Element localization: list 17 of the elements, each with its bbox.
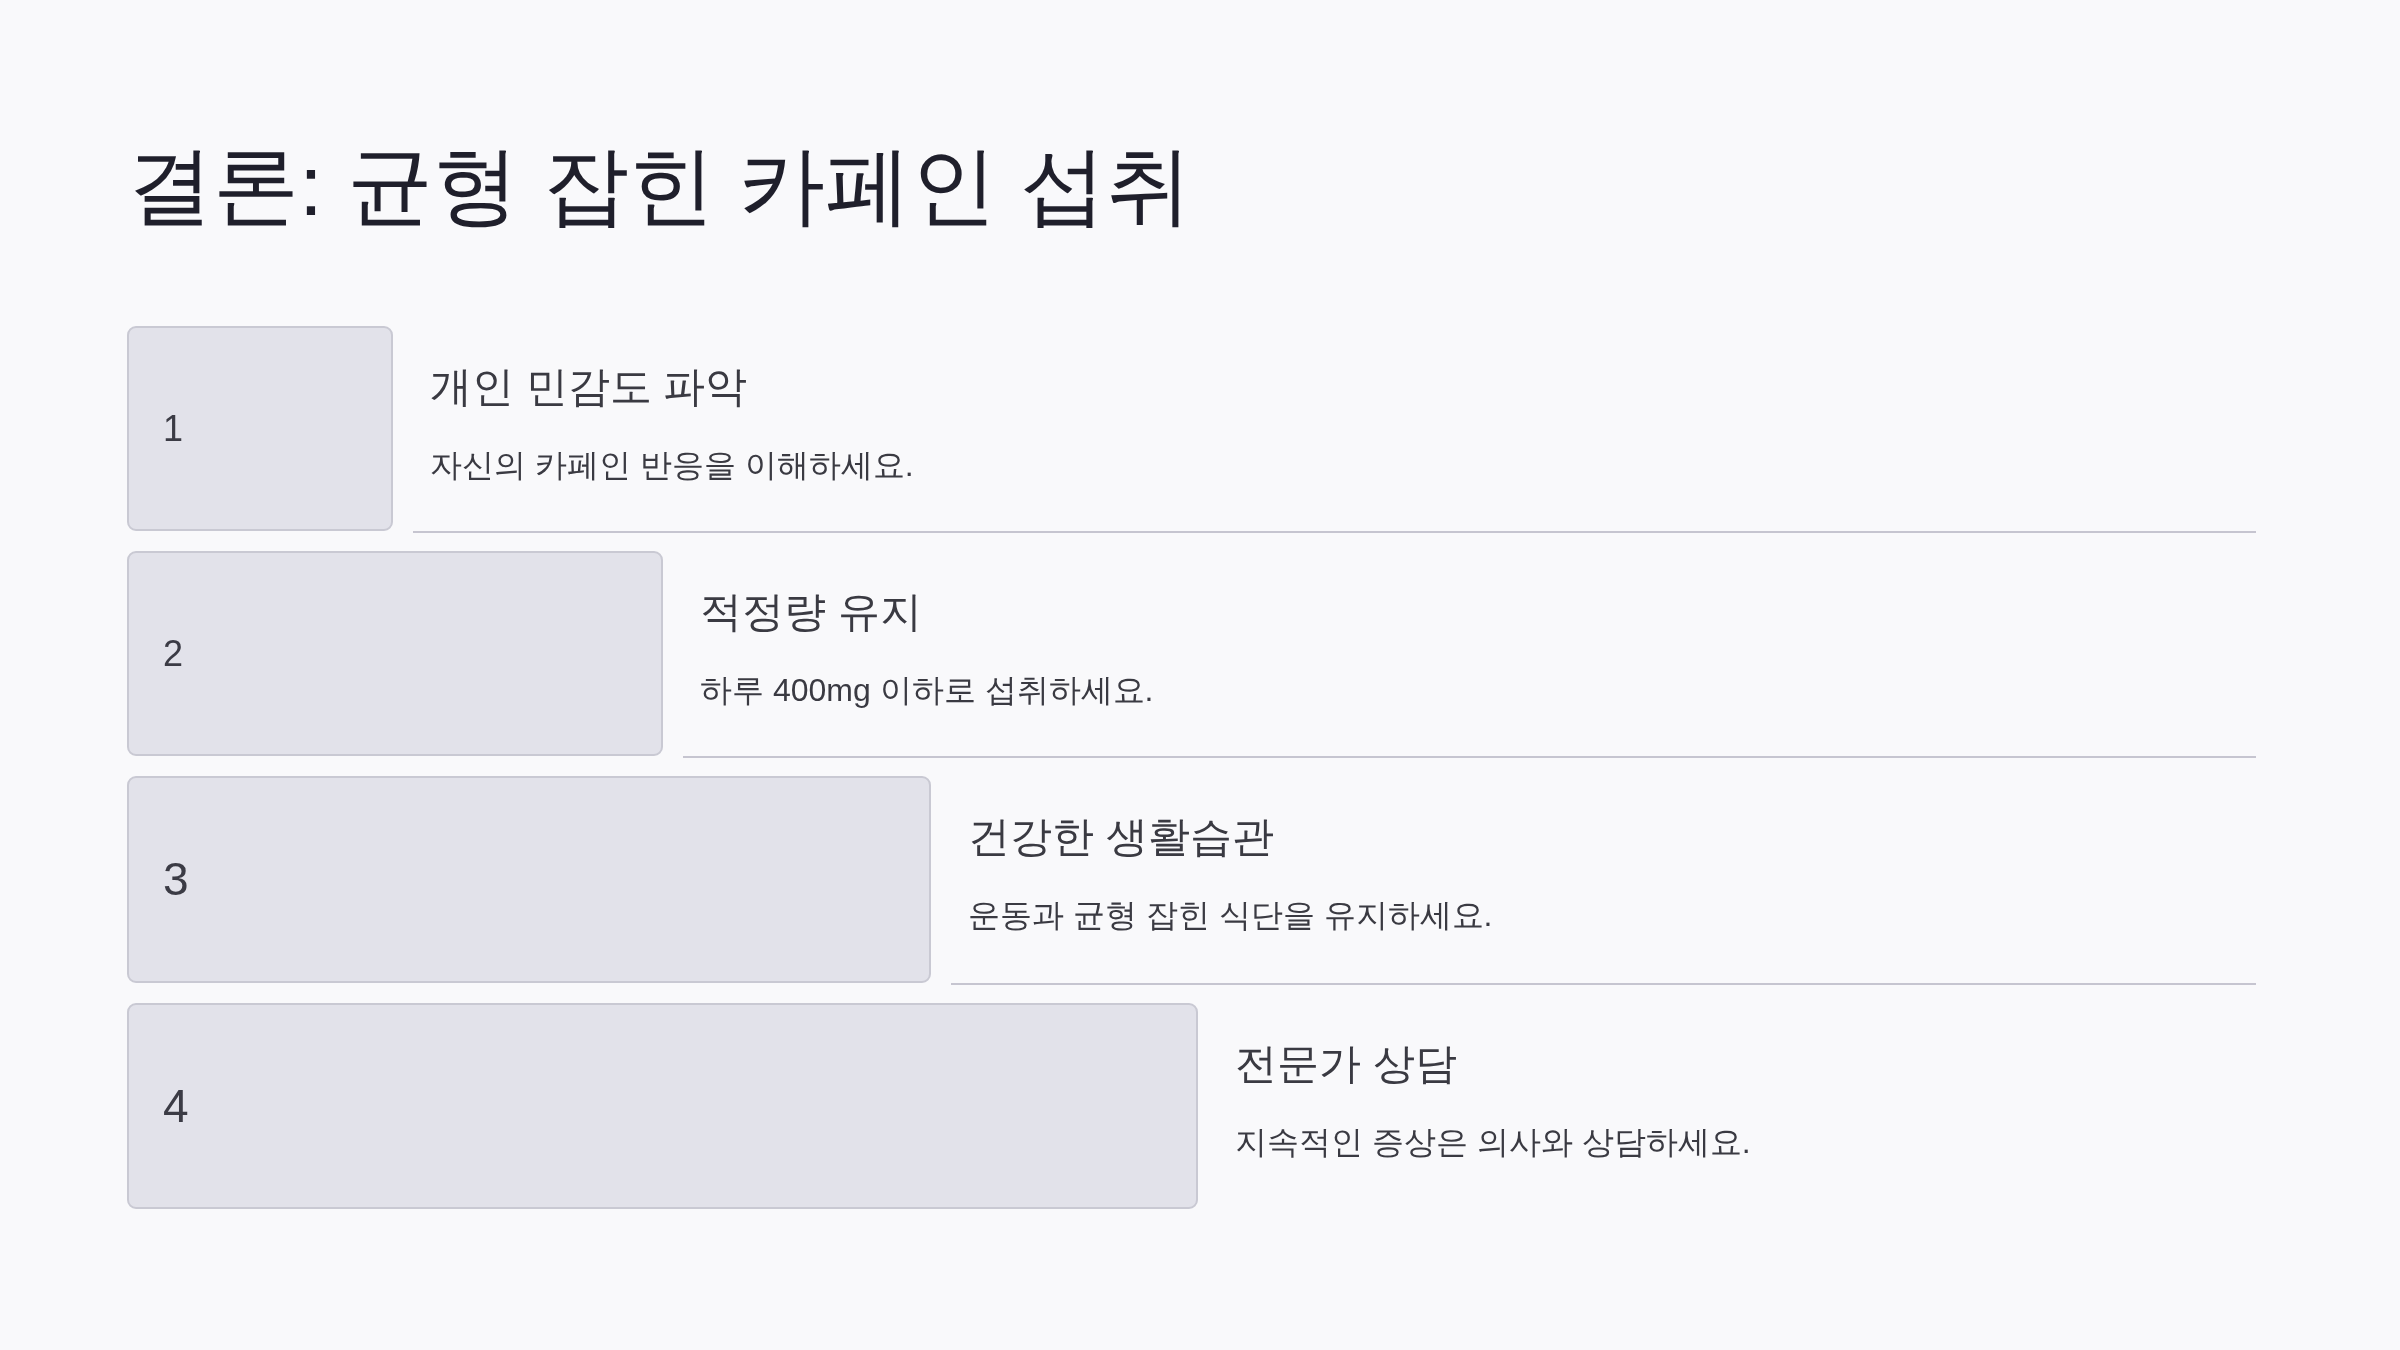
title: 결론: 균형 잡힌 카페인 섭취 bbox=[127, 136, 1193, 235]
step-number: 4 bbox=[163, 1079, 189, 1133]
step-heading: 개인 민감도 파악 bbox=[430, 362, 748, 412]
step-box bbox=[127, 551, 663, 756]
step-box bbox=[127, 776, 931, 983]
step-heading: 건강한 생활습관 bbox=[968, 812, 1274, 862]
step-number: 2 bbox=[163, 632, 184, 675]
step-description: 운동과 균형 잡힌 식단을 유지하세요. bbox=[968, 896, 1493, 935]
step-number: 1 bbox=[163, 407, 184, 450]
step-box bbox=[127, 1003, 1198, 1209]
step-heading: 전문가 상담 bbox=[1235, 1039, 1457, 1089]
step-number: 3 bbox=[163, 853, 189, 906]
step-description: 하루 400mg 이하로 섭취하세요. bbox=[700, 671, 1154, 710]
step-box bbox=[127, 326, 393, 531]
step-heading: 적정량 유지 bbox=[700, 587, 922, 637]
step-description: 자신의 카페인 반응을 이해하세요. bbox=[430, 446, 914, 485]
step-description: 지속적인 증상은 의사와 상담하세요. bbox=[1235, 1123, 1751, 1162]
